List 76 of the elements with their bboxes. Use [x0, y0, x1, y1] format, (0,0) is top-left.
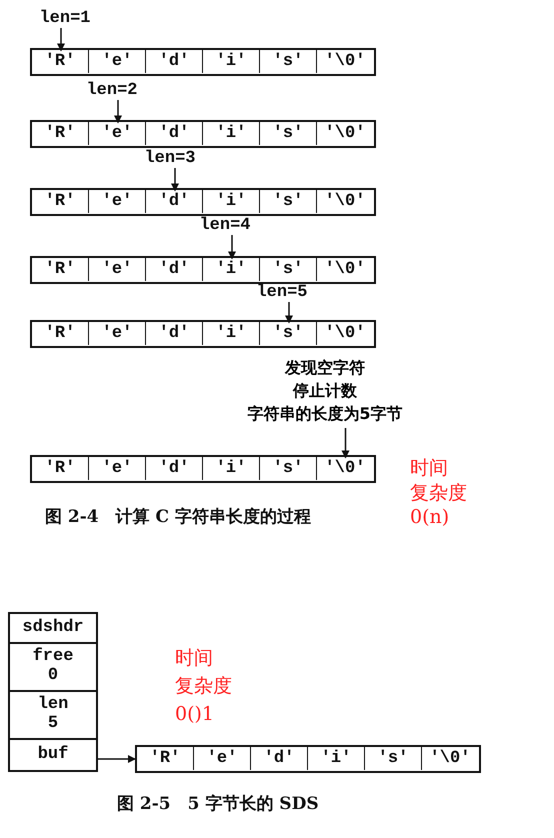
figure-caption: 图 2-4 计算 C 字符串长度的过程 [45, 506, 311, 528]
annotation-text: 0(n) [410, 506, 450, 528]
array-cell: 's' [260, 457, 317, 480]
note-text: 停止计数 [293, 380, 357, 402]
struct-field: sdshdr [8, 612, 98, 644]
array-cell: 'd' [146, 190, 203, 213]
annotation-text: 时间 [175, 646, 213, 671]
char-array [30, 120, 376, 148]
char-array [30, 320, 376, 348]
array-cell: 'i' [203, 190, 260, 213]
struct-field: buf [8, 738, 98, 772]
array-cell: 'd' [251, 747, 308, 770]
array-cell: 'e' [89, 457, 146, 480]
arrow [114, 100, 122, 124]
char-array [30, 256, 376, 284]
note-text: 字符串的长度为5字节 [247, 403, 403, 425]
char-array [30, 455, 376, 483]
array-cell: '\0' [422, 747, 478, 770]
array-cell: 'd' [146, 50, 203, 73]
array-cell: 'R' [32, 190, 89, 213]
array-cell: '\0' [317, 50, 373, 73]
array-cell: '\0' [317, 457, 373, 480]
array-cell: 'i' [203, 122, 260, 145]
pointer-label: len=3 [138, 148, 202, 168]
array-cell: 'R' [32, 258, 89, 281]
array-cell: 'e' [89, 322, 146, 345]
array-cell: 'i' [203, 322, 260, 345]
array-cell: 'd' [146, 258, 203, 281]
struct-field: free 0 [8, 642, 98, 692]
array-cell: 'i' [308, 747, 365, 770]
array-cell: 'i' [203, 457, 260, 480]
arrow [285, 302, 293, 324]
arrow [57, 28, 65, 52]
array-cell: 'R' [32, 122, 89, 145]
pointer-label: len=5 [250, 282, 314, 302]
arrow [228, 235, 236, 260]
array-cell: 's' [260, 122, 317, 145]
array-cell: 'e' [89, 122, 146, 145]
array-cell: 's' [365, 747, 422, 770]
annotation-text: 复杂度 [175, 674, 232, 699]
array-cell: '\0' [317, 122, 373, 145]
array-cell: 'e' [89, 258, 146, 281]
annotation-text: 复杂度 [410, 481, 467, 506]
array-cell: 's' [260, 258, 317, 281]
array-cell: 's' [260, 190, 317, 213]
array-cell: 'i' [203, 258, 260, 281]
char-array [30, 48, 376, 76]
array-cell: 's' [260, 50, 317, 73]
array-cell: 'd' [146, 457, 203, 480]
annotation-text: 时间 [410, 456, 448, 481]
arrow [171, 168, 179, 192]
pointer-label: len=1 [33, 8, 97, 28]
struct-field: len 5 [8, 690, 98, 740]
pointer-label: len=4 [193, 215, 257, 235]
array-cell: 'i' [203, 50, 260, 73]
annotation-text: 0()1 [175, 703, 214, 725]
array-cell: 's' [260, 322, 317, 345]
array-cell: 'e' [89, 50, 146, 73]
char-array [135, 745, 481, 773]
arrow [342, 428, 350, 458]
array-cell: '\0' [317, 322, 373, 345]
array-cell: 'd' [146, 122, 203, 145]
array-cell: 'R' [32, 322, 89, 345]
pointer-label: len=2 [80, 80, 144, 100]
array-cell: 'R' [32, 457, 89, 480]
arrow [98, 755, 136, 763]
figure-caption: 图 2-5 5 字节长的 SDS [117, 793, 319, 815]
array-cell: 'd' [146, 322, 203, 345]
array-cell: '\0' [317, 258, 373, 281]
array-cell: 'R' [32, 50, 89, 73]
array-cell: '\0' [317, 190, 373, 213]
array-cell: 'e' [89, 190, 146, 213]
char-array [30, 188, 376, 216]
array-cell: 'R' [137, 747, 194, 770]
note-text: 发现空字符 [285, 357, 365, 379]
array-cell: 'e' [194, 747, 251, 770]
